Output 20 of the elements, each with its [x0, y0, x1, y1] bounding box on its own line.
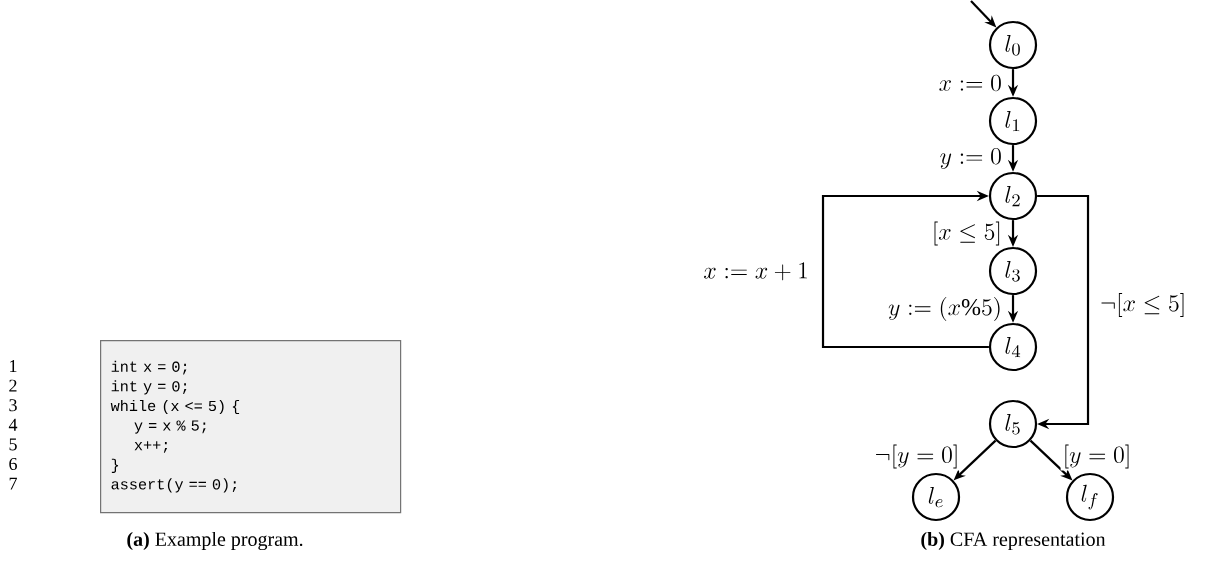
edge-label: $[x \leq 5]$	[929, 219, 1004, 248]
edge-label: $x := 0$	[936, 73, 1004, 93]
line-number: 4	[8, 418, 18, 431]
line-number: 7	[9, 477, 17, 490]
edge-label: $\neg [y = 0]$	[872, 442, 962, 471]
arrow	[821, 190, 989, 349]
caption: (a) Example program.	[127, 531, 303, 551]
edge-label: $y := 0$	[937, 146, 1004, 171]
arrow	[1037, 194, 1090, 430]
code-listing: int x = 0; int y = 0; while (x <= 5) { y = x % 5; x++; } assert(y == 0);	[100, 340, 402, 514]
line-number: 3	[9, 399, 17, 412]
line-number: 1	[10, 360, 17, 372]
edge-label: $x := x + 1$	[701, 260, 811, 283]
caption: (b) CFA representation	[921, 531, 1106, 551]
line-number: 5	[9, 438, 17, 451]
edge-label: $[y = 0]$	[1060, 442, 1134, 471]
edge-label: $y := (x \% 5)$	[886, 295, 1004, 323]
line-number: 6	[9, 457, 17, 471]
line-number: 2	[9, 379, 17, 392]
edge-label: $\neg [x \leq 5]$	[1098, 291, 1189, 319]
